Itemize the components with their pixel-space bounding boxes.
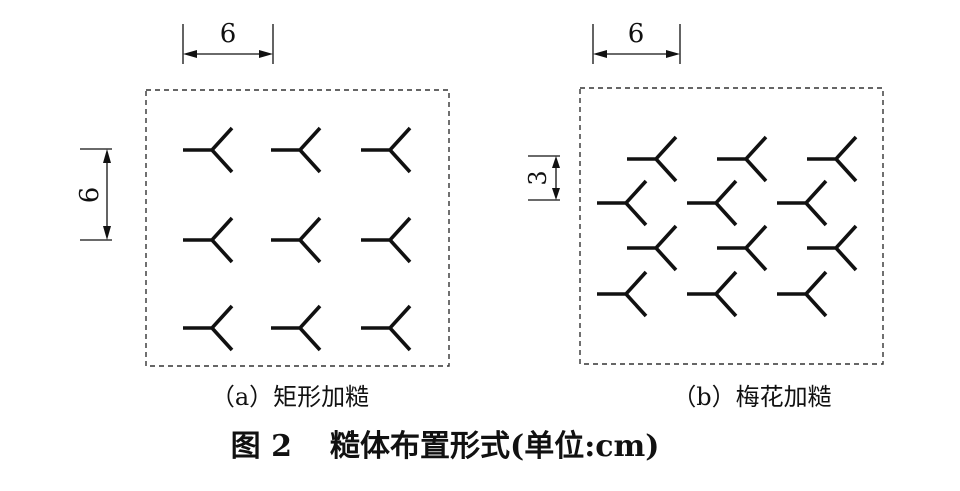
roughness-element: [361, 216, 412, 264]
panel-b: 6 3 （b）梅花加糙: [524, 19, 884, 411]
panel-a-caption: （a）矩形加糙: [211, 383, 369, 411]
roughness-element: [687, 270, 738, 318]
roughness-element: [807, 135, 858, 183]
roughness-element: [627, 224, 678, 272]
panel-b-elements: [597, 135, 858, 318]
panel-a-spacing-dimension: 6: [75, 148, 112, 241]
panel-b-frame: [579, 87, 884, 365]
panel-b-width-label: 6: [628, 19, 645, 49]
panel-b-spacing-label: 3: [524, 170, 552, 185]
roughness-element: [777, 179, 828, 227]
figure-number: 图 2: [231, 429, 292, 464]
panel-b-caption: （b）梅花加糙: [672, 383, 831, 411]
panel-b-spacing-dimension: 3: [524, 155, 560, 201]
roughness-element: [717, 224, 768, 272]
roughness-element: [271, 216, 322, 264]
panel-a-spacing-label: 6: [75, 187, 105, 204]
panel-a-elements: [183, 126, 412, 352]
roughness-element: [183, 126, 234, 174]
figure-caption: 图 2 糙体布置形式(单位:cm): [231, 429, 660, 464]
roughness-element: [687, 179, 738, 227]
figure-title: 糙体布置形式(单位:cm): [330, 429, 659, 464]
roughness-element: [271, 126, 322, 174]
roughness-element: [183, 216, 234, 264]
roughness-element: [807, 224, 858, 272]
roughness-element: [597, 270, 648, 318]
roughness-element: [361, 304, 412, 352]
panel-a-frame: [145, 89, 450, 367]
roughness-element: [271, 304, 322, 352]
panel-a-width-label: 6: [220, 19, 237, 49]
panel-a-width-dimension: 6: [182, 19, 274, 64]
roughness-element: [361, 126, 412, 174]
roughness-element: [597, 179, 648, 227]
roughness-element: [183, 304, 234, 352]
panel-b-width-dimension: 6: [592, 19, 681, 64]
roughness-element: [627, 135, 678, 183]
panel-a: 6 6 （a）矩形加糙: [75, 19, 450, 411]
roughness-element: [717, 135, 768, 183]
roughness-element: [777, 270, 828, 318]
